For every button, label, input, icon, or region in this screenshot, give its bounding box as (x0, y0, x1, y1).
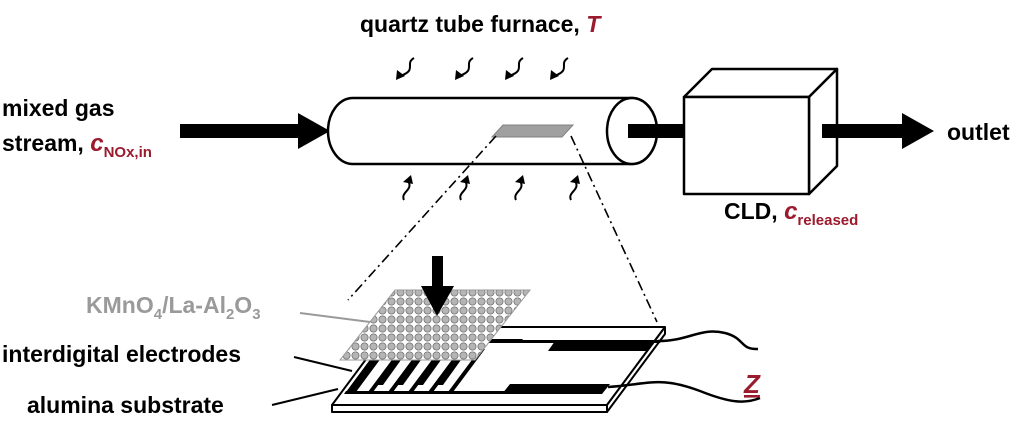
coating-label-sub3: 3 (252, 306, 260, 323)
impedance-label: Z (743, 369, 761, 399)
electrodes-leader (293, 356, 353, 372)
substrate-label: alumina substrate (27, 392, 224, 418)
coating-leader (299, 312, 371, 323)
heat-arrowheads-bottom (403, 175, 580, 184)
inlet-label-line2: stream, cNOx,in (2, 130, 152, 161)
cld-box (682, 67, 839, 196)
heat-arrows-bottom (402, 180, 578, 201)
concentration-subscript-in: NOx,in (104, 144, 152, 161)
concentration-symbol-released: c (784, 198, 797, 225)
substrate-leader (271, 388, 339, 406)
quartz-tube (326, 96, 659, 166)
cld-label-text: CLD, (724, 198, 784, 224)
heat-arrows-top (399, 57, 569, 77)
concentration-subscript-released: released (797, 212, 858, 229)
inlet-label-line1: mixed gas (2, 95, 115, 121)
outlet-arrow (822, 113, 934, 149)
electrodes-label: interdigital electrodes (2, 341, 241, 367)
inlet-label-text: stream, (2, 130, 90, 156)
coating-label-a: KMnO (86, 292, 154, 318)
furnace-label-text: quartz tube furnace, (360, 11, 586, 37)
furnace-label: quartz tube furnace, T (360, 11, 602, 37)
zoom-lines (347, 135, 658, 323)
coating-label-b: /La-Al (162, 292, 226, 318)
coating-label-sub1: 4 (154, 306, 163, 323)
sensor-sample (490, 124, 575, 138)
coating-label-sub2: 2 (226, 306, 234, 323)
temperature-symbol: T (586, 11, 602, 37)
coating-label: KMnO4/La-Al2O3 (86, 292, 261, 323)
cld-label: CLD, creleased (724, 198, 858, 229)
inlet-arrow (180, 113, 330, 149)
outlet-label: outlet (947, 119, 1010, 145)
concentration-symbol-in: c (90, 130, 103, 157)
coating-arrow (421, 256, 454, 316)
coating-layer (338, 289, 532, 361)
electrode-wires (607, 330, 761, 403)
heat-arrowheads-top (396, 70, 559, 80)
coating-label-c: O (234, 292, 252, 318)
